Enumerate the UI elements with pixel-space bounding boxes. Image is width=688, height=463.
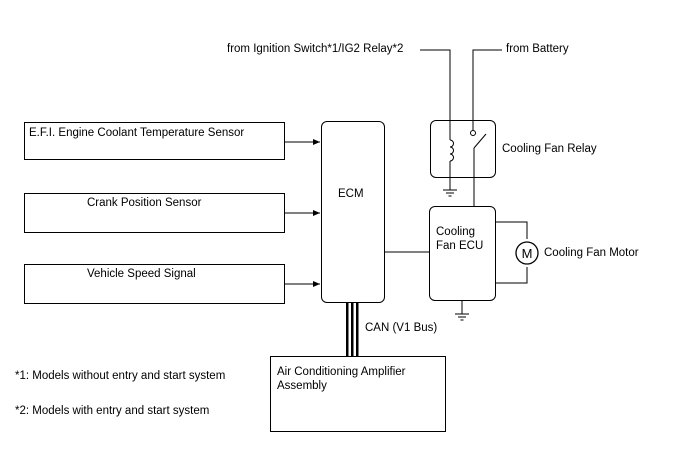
amplifier-label-line1: Air Conditioning Amplifier xyxy=(277,366,406,378)
can-bus-label: CAN (V1 Bus) xyxy=(365,322,438,334)
can-bus-line xyxy=(356,303,359,357)
ignition-feed-wire xyxy=(420,49,451,140)
ecm-label: ECM xyxy=(338,188,364,200)
cooling-fan-relay-label: Cooling Fan Relay xyxy=(502,143,597,155)
cooling-fan-ecu-label-line1: Cooling xyxy=(436,226,475,238)
vehicle-speed-signal-box xyxy=(24,264,285,304)
footnote-1: *1: Models without entry and start syste… xyxy=(15,370,226,382)
relay-coil-icon xyxy=(449,139,454,162)
ignition-source-label: from Ignition Switch*1/IG2 Relay*2 xyxy=(227,43,404,55)
motor-icon xyxy=(515,241,539,265)
motor-wire-top xyxy=(496,221,528,239)
cooling-fan-relay-box xyxy=(430,120,496,178)
motor-wire-bottom xyxy=(496,267,528,284)
crank-position-sensor-box xyxy=(24,193,285,233)
battery-source-label: from Battery xyxy=(506,43,569,55)
coolant-temp-sensor-box xyxy=(24,122,285,160)
footnote-2: *2: Models with entry and start system xyxy=(15,405,210,417)
air-conditioning-amplifier-box xyxy=(270,356,446,432)
can-bus-line xyxy=(351,303,354,357)
amplifier-label-line2: Assembly xyxy=(277,380,327,392)
battery-feed-wire xyxy=(472,49,502,130)
vehicle-speed-signal-label: Vehicle Speed Signal xyxy=(87,268,196,280)
cooling-fan-ecu-box xyxy=(429,206,496,301)
cooling-fan-ecu-label-line2: Fan ECU xyxy=(436,240,484,252)
relay-switch-icon xyxy=(473,133,487,149)
cooling-fan-motor-label: Cooling Fan Motor xyxy=(544,247,639,259)
relay-contact-icon xyxy=(470,130,476,136)
can-bus-line xyxy=(346,303,349,357)
motor-symbol: M xyxy=(522,246,533,261)
crank-position-sensor-label: Crank Position Sensor xyxy=(87,197,202,209)
coolant-temp-sensor-label: E.F.I. Engine Coolant Temperature Sensor xyxy=(29,127,245,139)
ecm-box xyxy=(321,121,385,303)
